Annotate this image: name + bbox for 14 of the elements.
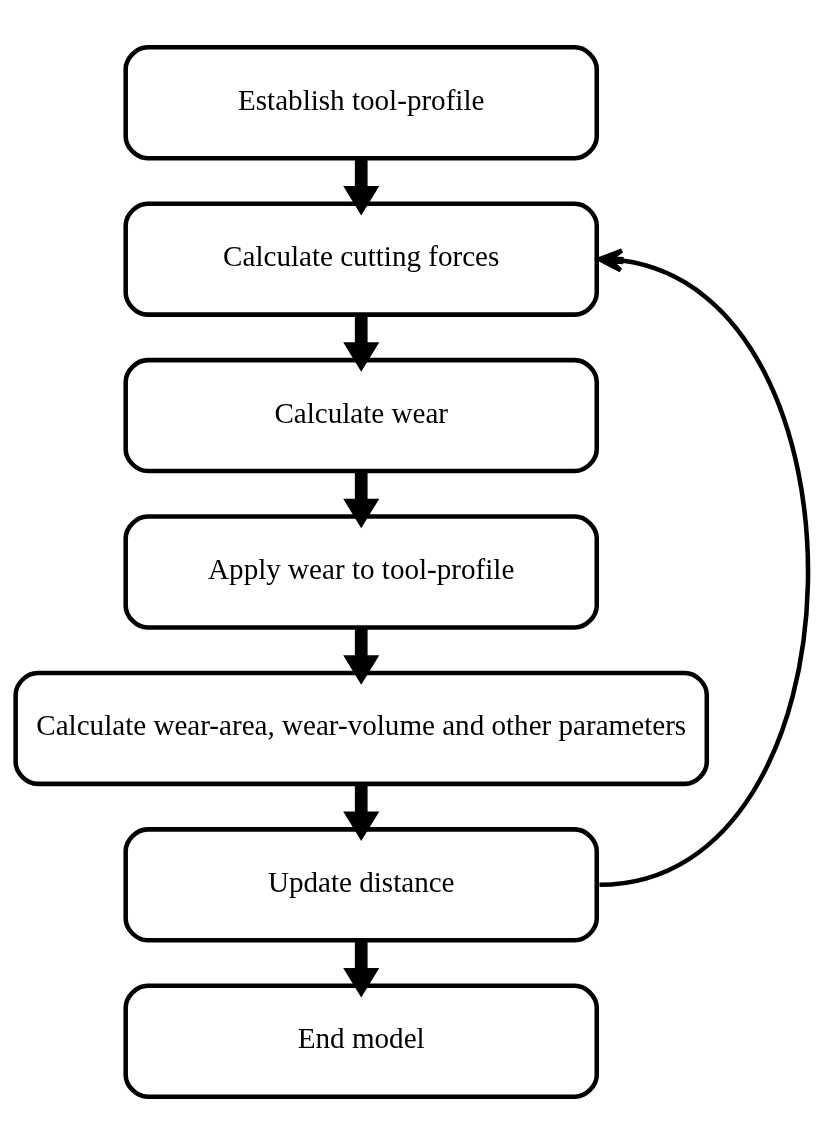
arrow: [343, 940, 380, 998]
arrow: [343, 628, 380, 685]
arrow: [597, 248, 810, 888]
node-box: Establish tool-profile: [123, 45, 600, 161]
node-box: Apply wear to tool-profile: [123, 514, 600, 630]
node-box: Calculate cutting forces: [123, 201, 600, 317]
node-box: Update distance: [123, 827, 600, 943]
arrow: [343, 315, 380, 372]
arrow: [343, 158, 380, 216]
arrow: [343, 784, 380, 842]
node-box: End model: [123, 983, 600, 1099]
arrow: [343, 471, 380, 529]
node-box: Calculate wear: [123, 357, 600, 474]
node-box: Calculate wear-area, wear-volume and other parameters: [13, 670, 710, 787]
